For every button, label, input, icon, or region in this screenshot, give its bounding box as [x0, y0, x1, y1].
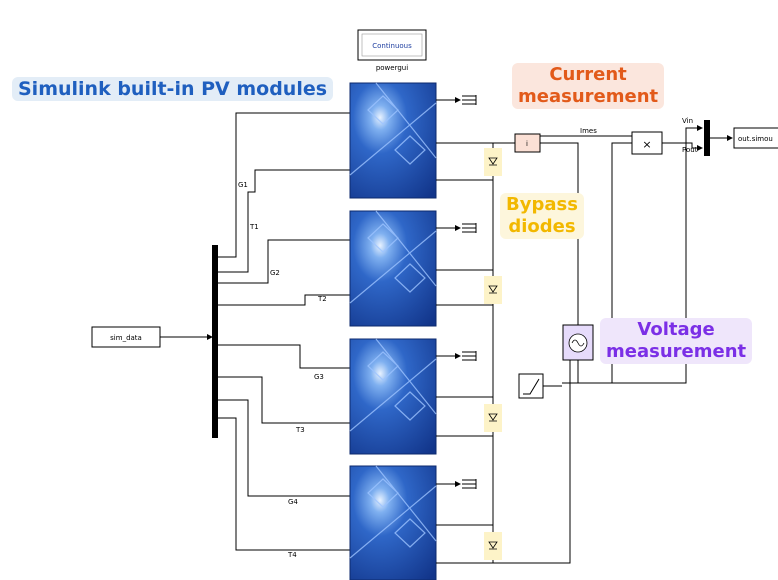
voltage-annotation-line1: Voltage — [637, 319, 715, 340]
ramp-block[interactable] — [518, 373, 544, 399]
product-block[interactable]: × — [631, 131, 663, 155]
pout-label: Pout — [682, 146, 698, 154]
signal-t4: T4 — [287, 551, 297, 559]
mux-bar[interactable] — [704, 120, 710, 156]
bypass-diodes — [484, 148, 502, 560]
bypass-diodes-annotation: Bypass diodes — [500, 193, 584, 239]
powergui-label: powergui — [376, 64, 408, 72]
voltage-measurement-block[interactable] — [562, 324, 594, 361]
pv-modules-annotation: Simulink built-in PV modules — [12, 77, 334, 101]
to-workspace-block[interactable]: out.simou — [733, 127, 778, 149]
signal-g3: G3 — [314, 373, 324, 381]
current-measurement-block[interactable]: i — [514, 133, 541, 153]
current-measurement-annotation: Current measurement — [512, 63, 665, 109]
output-label: out.simou — [738, 135, 773, 143]
pv-module-2[interactable] — [349, 210, 437, 327]
demux-bar[interactable] — [212, 245, 218, 438]
signal-g1: G1 — [238, 181, 248, 189]
vin-wire — [612, 125, 703, 384]
signal-t2: T2 — [317, 295, 327, 303]
voltage-annotation-line2: measurement — [606, 341, 747, 362]
imes-label: Imes — [580, 127, 597, 135]
bypass-annotation-line2: diodes — [508, 216, 576, 237]
current-annotation-line2: measurement — [518, 86, 659, 107]
product-out-wire — [662, 142, 703, 151]
sim-data-block[interactable]: sim_data — [91, 326, 161, 348]
pv-module-3[interactable] — [349, 338, 437, 455]
signal-labels: G1 T1 G2 T2 G3 T3 G4 T4 — [238, 181, 327, 559]
product-symbol: × — [642, 138, 651, 151]
signal-g4: G4 — [288, 498, 298, 506]
pv-module-4[interactable] — [349, 465, 437, 580]
signal-g2: G2 — [270, 269, 280, 277]
pv-module-1[interactable] — [349, 82, 437, 199]
signal-t1: T1 — [249, 223, 259, 231]
voltage-measurement-annotation: Voltage measurement — [600, 318, 753, 364]
powergui-text: Continuous — [372, 42, 412, 50]
vin-label: Vin — [682, 117, 693, 125]
terminators — [436, 95, 477, 489]
svg-text:i: i — [526, 140, 528, 148]
demux-wires — [218, 112, 350, 551]
powergui-block[interactable]: Continuous — [357, 29, 427, 61]
sim-data-label: sim_data — [110, 334, 142, 342]
current-annotation-line1: Current — [549, 64, 627, 85]
signal-t3: T3 — [295, 426, 305, 434]
bypass-annotation-line1: Bypass — [506, 194, 578, 215]
